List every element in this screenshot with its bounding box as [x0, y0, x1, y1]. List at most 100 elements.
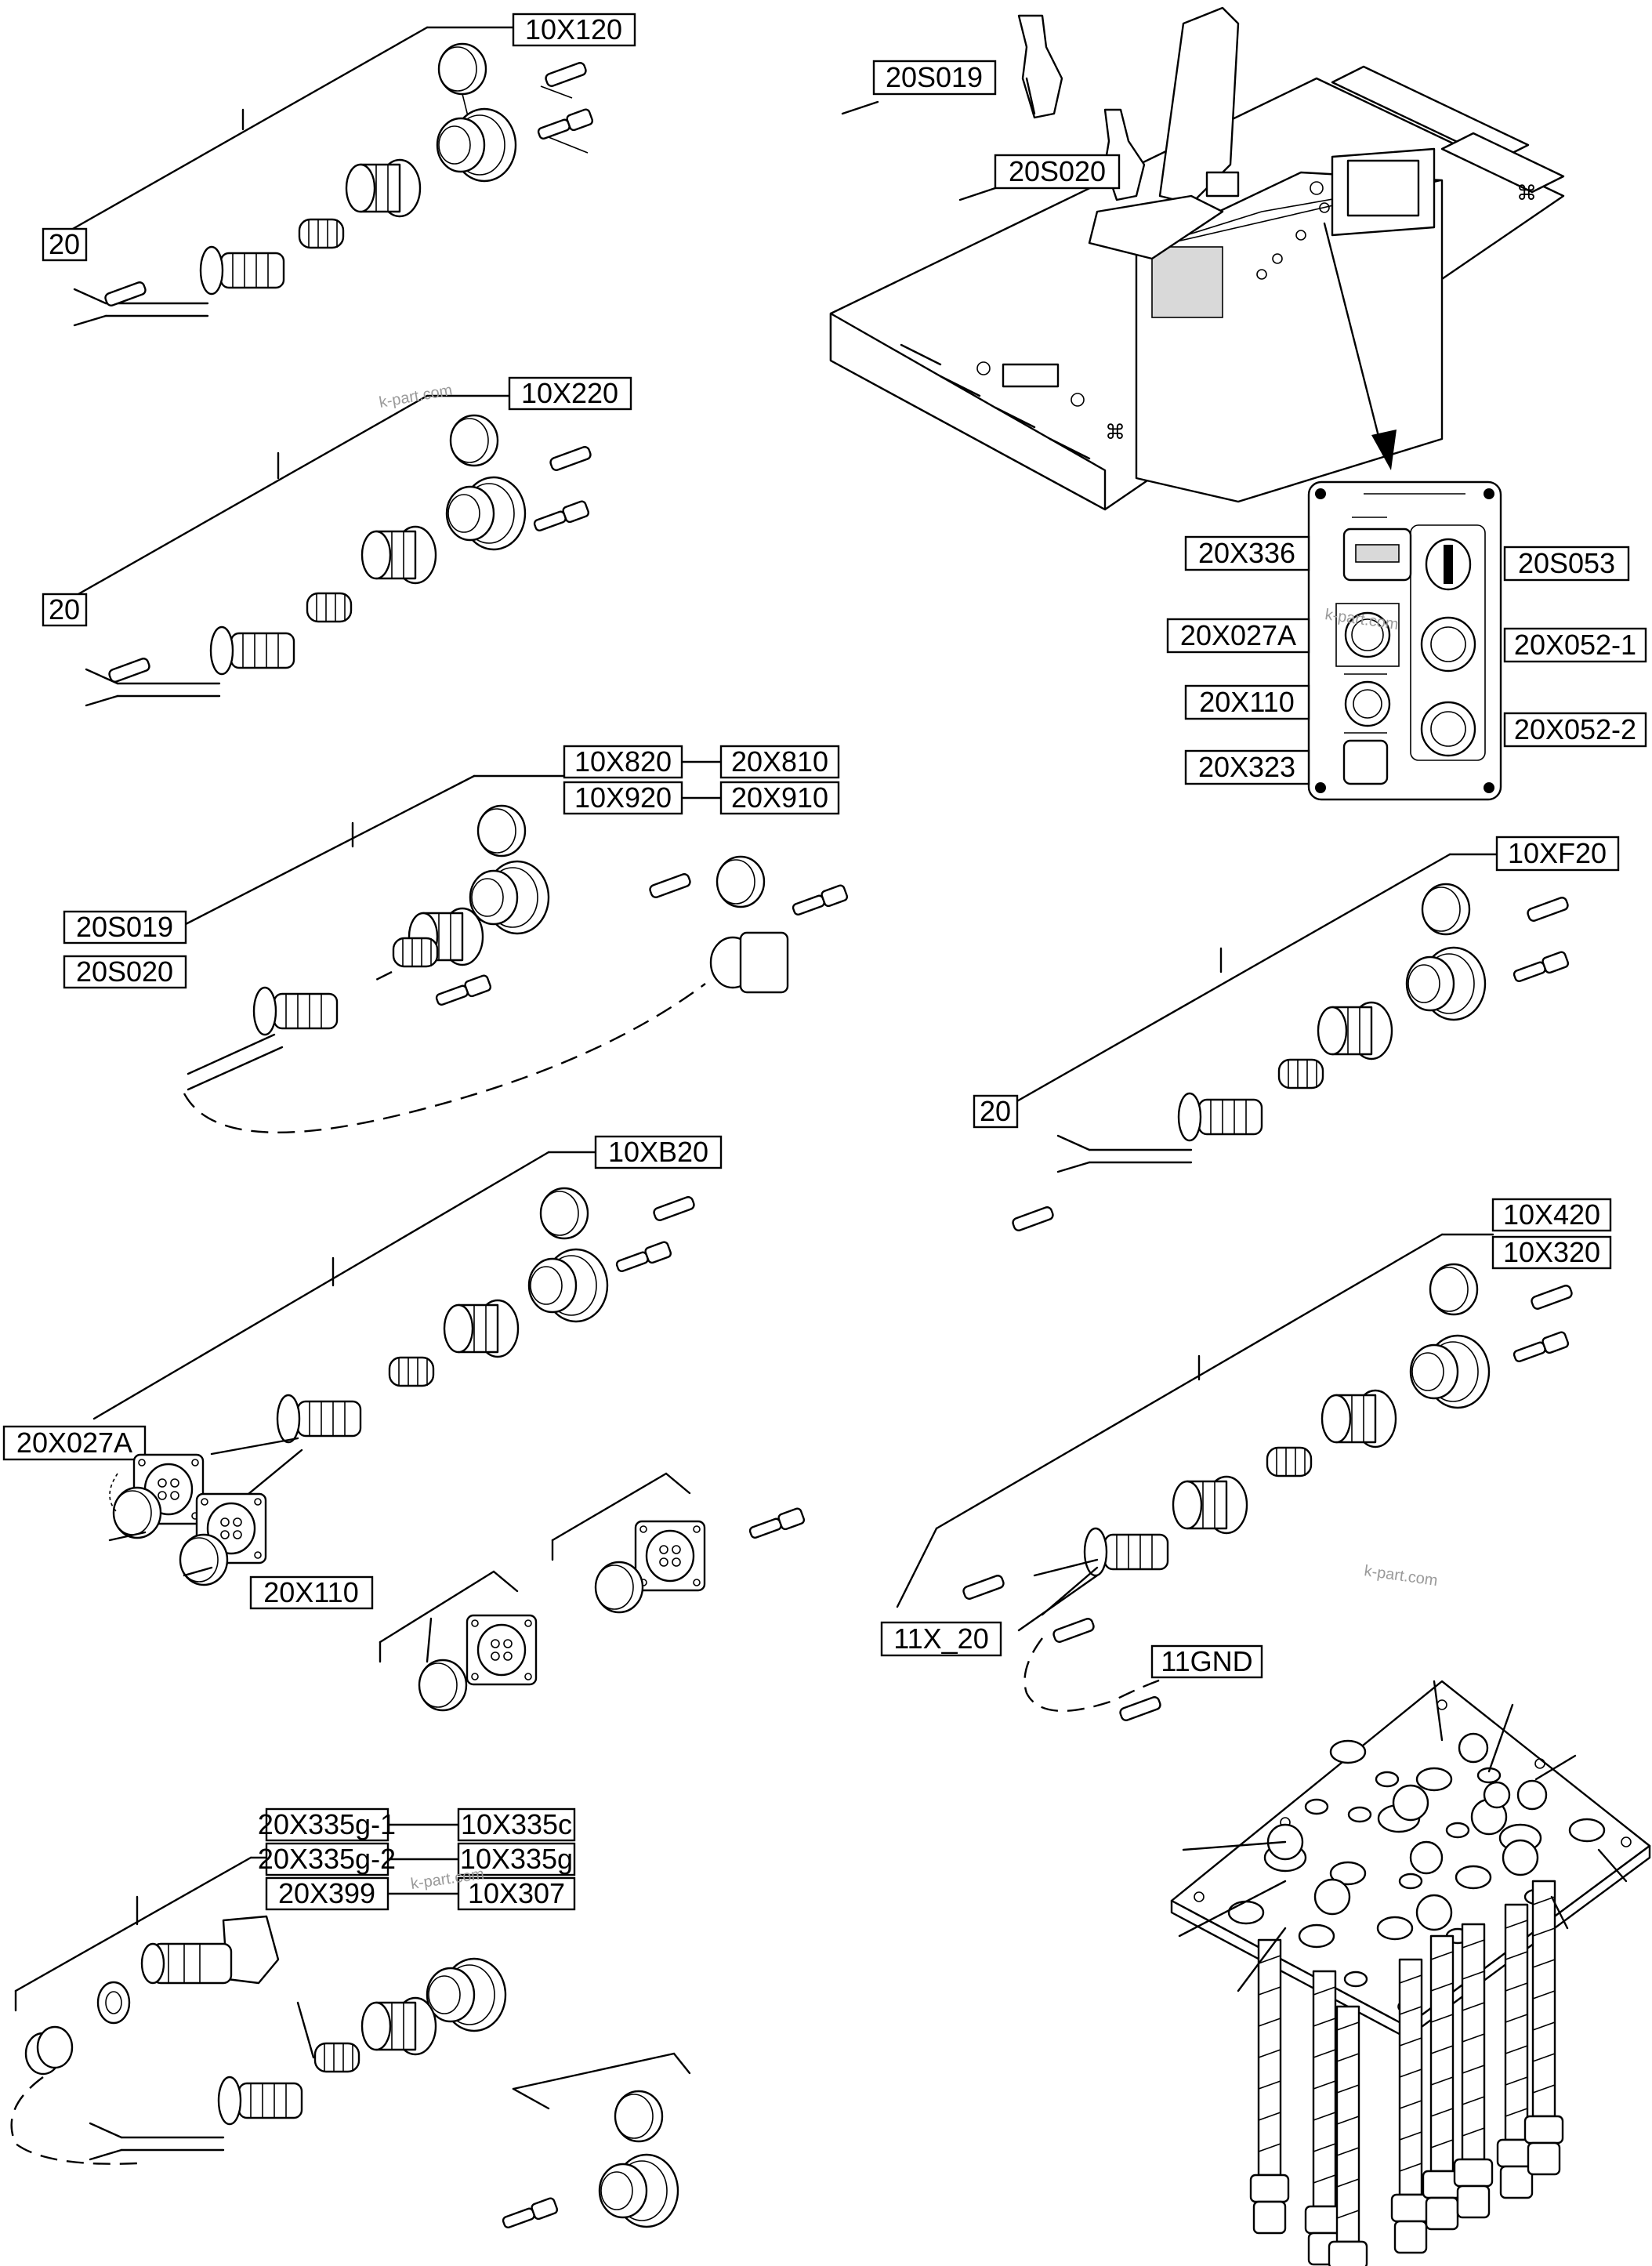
- operator-cab-illustration: ⌘ ⌘ 20S019 20S020: [829, 6, 1565, 511]
- label-20-c: 20: [973, 1094, 1019, 1129]
- label-20S020: 20S020: [63, 955, 187, 989]
- label-20X052-1: 20X052-1: [1503, 627, 1647, 663]
- coupling-nut: [345, 158, 422, 218]
- coupling-nut: [443, 1299, 520, 1358]
- svg-text:20X052-1: 20X052-1: [1514, 629, 1636, 661]
- svg-text:20X110: 20X110: [263, 1576, 358, 1608]
- assembly-20x335g: 20X335g-1 10X335c 20X335g-2 10X335g 20X3…: [10, 1807, 576, 2165]
- svg-text:10X220: 10X220: [521, 377, 618, 409]
- pin: [1118, 1695, 1163, 1723]
- receptacle-shell: [426, 1957, 507, 2032]
- grommet: [306, 592, 353, 623]
- contact: [614, 1240, 673, 1276]
- grommet: [1266, 1446, 1313, 1477]
- cable-gland: [217, 2076, 303, 2126]
- pin: [1525, 895, 1570, 923]
- label-20S020-top: 20S020: [994, 154, 1121, 190]
- svg-text:10X320: 10X320: [1503, 1236, 1600, 1268]
- pin: [548, 444, 593, 473]
- label-20X027A: 20X027A: [2, 1425, 147, 1461]
- pin: [1010, 1205, 1056, 1233]
- svg-text:11X_20: 11X_20: [893, 1622, 988, 1655]
- assembly-10xb20: 10XB20 20X027A 20X110: [2, 1135, 723, 1610]
- svg-text:10X920: 10X920: [574, 781, 672, 814]
- contact: [535, 107, 595, 143]
- svg-text:20S053: 20S053: [1518, 547, 1615, 579]
- cable-gland: [199, 245, 285, 295]
- svg-text:10X420: 10X420: [1503, 1198, 1600, 1231]
- dust-cap: [716, 855, 766, 908]
- cable-gland: [1177, 1092, 1263, 1142]
- pin: [1051, 1616, 1096, 1644]
- svg-text:20X399: 20X399: [278, 1877, 375, 1909]
- label-10X820: 10X820: [563, 745, 683, 779]
- assembly-10x820: 10X820 20X810 10X920 20X910 20S019 20S02…: [63, 745, 850, 1134]
- svg-text:20S019: 20S019: [886, 61, 983, 93]
- contact: [531, 499, 591, 535]
- svg-text:10X307: 10X307: [468, 1877, 565, 1909]
- svg-text:10X820: 10X820: [574, 745, 672, 778]
- svg-text:20X110: 20X110: [1199, 686, 1294, 718]
- coupling-nut: [1172, 1475, 1248, 1535]
- cable-gland: [209, 625, 295, 676]
- label-11GND: 11GND: [1150, 1644, 1263, 1679]
- grommet: [388, 1356, 435, 1387]
- grommet: [313, 2042, 360, 2073]
- coupling-nut: [1321, 1389, 1397, 1448]
- svg-text:20S020: 20S020: [1009, 155, 1106, 187]
- grommet: [1277, 1058, 1324, 1089]
- dust-cap: [437, 42, 487, 96]
- label-20X810: 20X810: [719, 745, 840, 779]
- svg-text:⌘: ⌘: [1516, 181, 1537, 205]
- label-20-a: 20: [42, 227, 88, 262]
- label-10X220: 10X220: [508, 376, 632, 411]
- label-20X110: 20X110: [249, 1575, 374, 1610]
- label-20X027A-panel: 20X027A: [1166, 618, 1310, 654]
- svg-text:20: 20: [49, 228, 80, 260]
- assembly-10xf20: 10XF20 20: [973, 836, 1620, 1233]
- flange-connector-group-a: [379, 1570, 538, 1712]
- label-11X_20: 11X_20: [880, 1621, 1002, 1657]
- label-20X335g-2: 20X335g-2: [258, 1842, 396, 1876]
- receptacle-shell: [469, 860, 550, 935]
- receptacle-shell: [445, 476, 527, 551]
- label-10XF20: 10XF20: [1495, 836, 1620, 872]
- contact: [1511, 950, 1570, 986]
- label-20S019-top: 20S019: [872, 60, 997, 96]
- contact: [500, 2196, 560, 2232]
- svg-text:11GND: 11GND: [1161, 1645, 1252, 1677]
- flange-receptacle: [466, 1614, 538, 1686]
- label-10X320: 10X320: [1491, 1235, 1612, 1270]
- coupling-nut: [360, 1996, 437, 2056]
- svg-text:20S019: 20S019: [76, 911, 173, 943]
- control-panel: 20X336 20S053 20X027A 20X052-1 20X110 20…: [1166, 480, 1647, 801]
- contact: [1511, 1330, 1570, 1366]
- label-20X323: 20X323: [1184, 749, 1310, 785]
- label-10X335c: 10X335c: [457, 1807, 576, 1842]
- contact: [790, 883, 850, 919]
- svg-text:20X052-2: 20X052-2: [1514, 713, 1636, 745]
- bulkhead-plate-assembly: [1170, 1680, 1651, 2266]
- svg-text:20X336: 20X336: [1198, 537, 1295, 569]
- label-20X110-panel: 20X110: [1184, 684, 1310, 720]
- dust-cap: [594, 1561, 644, 1614]
- svg-text:20: 20: [49, 593, 80, 625]
- cable: [1056, 1134, 1193, 1173]
- svg-text:20X810: 20X810: [731, 745, 828, 778]
- contact: [433, 973, 493, 1010]
- dust-cap: [1429, 1263, 1479, 1316]
- label-10XB20: 10XB20: [594, 1135, 723, 1169]
- cable: [85, 668, 221, 707]
- receptacle-shell: [527, 1248, 609, 1323]
- dust-cap: [614, 2090, 664, 2143]
- contact: [747, 1506, 806, 1543]
- label-10X920: 10X920: [563, 781, 683, 815]
- cable-gland: [276, 1394, 362, 1444]
- svg-text:20X323: 20X323: [1198, 751, 1295, 783]
- svg-text:20X910: 20X910: [731, 781, 828, 814]
- receptacle-shell: [1409, 1334, 1491, 1409]
- hose: [1249, 1938, 1290, 2235]
- cap-receptacle-group: [500, 2052, 691, 2232]
- receptacle-shell: [1405, 946, 1487, 1021]
- pin: [1529, 1283, 1574, 1311]
